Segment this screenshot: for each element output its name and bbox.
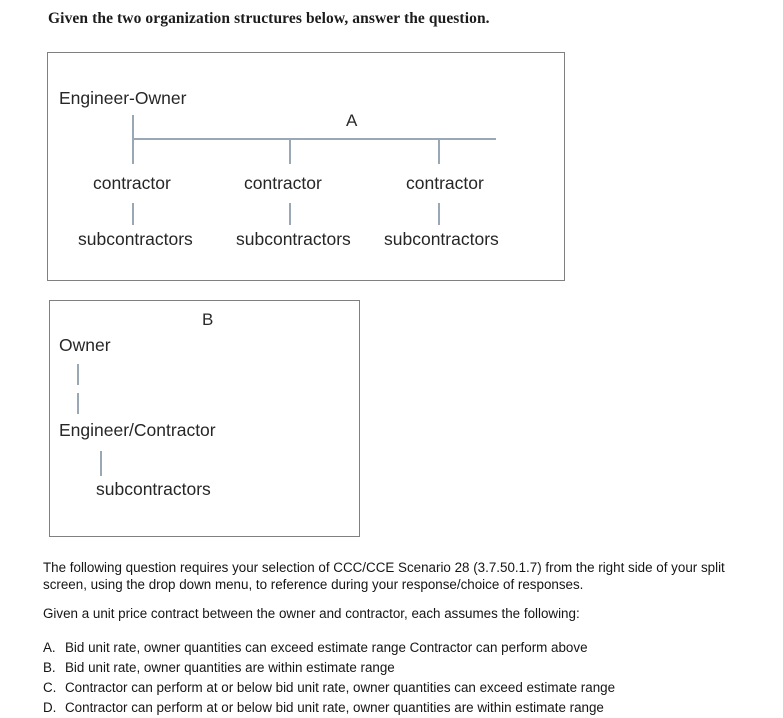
answer-option-d-letter: D. — [43, 700, 57, 715]
answer-option-c-text: Contractor can perform at or below bid u… — [65, 680, 616, 695]
org-chart-a: A Engineer-Owner contractor contractor c… — [47, 52, 565, 281]
connector-owner-stem-upper-b — [77, 364, 79, 385]
question-stem-text: Given a unit price contract between the … — [43, 606, 580, 621]
connector-branch-2-a — [289, 138, 291, 164]
connector-sub-stem-2-a — [289, 203, 291, 225]
node-subcontractors-1: subcontractors — [78, 229, 193, 249]
node-contractor-1: contractor — [93, 173, 171, 193]
answer-option-a-text: Bid unit rate, owner quantities can exce… — [65, 640, 588, 655]
answer-option-b[interactable]: B. Bid unit rate, owner quantities are w… — [43, 658, 773, 678]
node-engineer-owner: Engineer-Owner — [59, 88, 187, 108]
scenario-instruction-text: The following question requires your sel… — [43, 560, 725, 592]
page-title: Given the two organization structures be… — [48, 10, 490, 27]
answer-option-b-text: Bid unit rate, owner quantities are with… — [65, 660, 395, 675]
connector-branch-1-a — [132, 138, 134, 164]
connector-sub-stem-1-a — [132, 203, 134, 225]
node-owner: Owner — [59, 335, 111, 355]
connector-sub-stem-3-a — [438, 203, 440, 225]
connector-horizontal-bar-a — [132, 138, 496, 140]
diagram-b-label: B — [202, 310, 214, 329]
connector-root-stem-a — [132, 115, 134, 139]
node-subcontractors-3: subcontractors — [384, 229, 499, 249]
answer-option-b-letter: B. — [43, 660, 56, 675]
node-engineer-contractor: Engineer/Contractor — [59, 420, 216, 440]
node-contractor-2: contractor — [244, 173, 322, 193]
org-chart-b: B Owner Engineer/Contractor subcontracto… — [49, 300, 360, 537]
connector-branch-3-a — [438, 138, 440, 164]
answer-option-a[interactable]: A. Bid unit rate, owner quantities can e… — [43, 638, 773, 658]
answer-option-a-letter: A. — [43, 640, 56, 655]
answer-option-d[interactable]: D. Contractor can perform at or below bi… — [43, 698, 773, 718]
node-subcontractors-b: subcontractors — [96, 479, 211, 499]
node-contractor-3: contractor — [406, 173, 484, 193]
diagram-a-label: A — [346, 111, 358, 130]
answer-option-d-text: Contractor can perform at or below bid u… — [65, 700, 604, 715]
answer-option-c-letter: C. — [43, 680, 57, 695]
connector-sub-stem-b — [100, 451, 102, 476]
answer-option-c[interactable]: C. Contractor can perform at or below bi… — [43, 678, 773, 698]
answer-options-list: A. Bid unit rate, owner quantities can e… — [43, 638, 773, 718]
node-subcontractors-2: subcontractors — [236, 229, 351, 249]
connector-owner-stem-lower-b — [77, 393, 79, 414]
